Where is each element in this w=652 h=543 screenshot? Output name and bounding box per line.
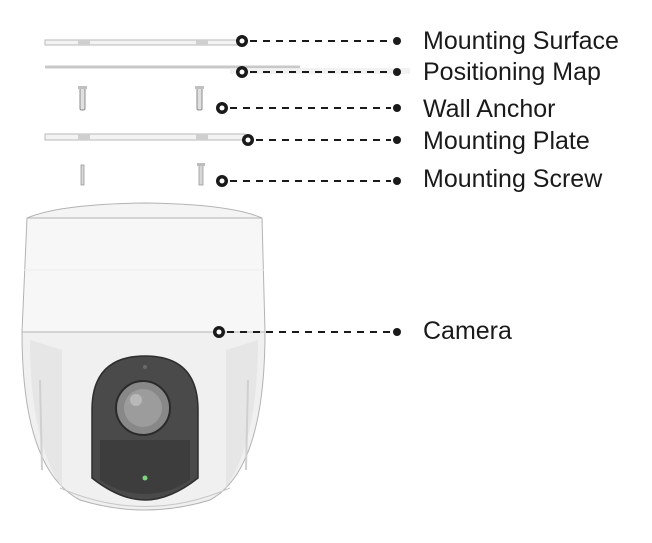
- mounting-screw-right: [197, 163, 205, 186]
- mounting-screw-left: [80, 164, 85, 186]
- wall-anchor-right: [195, 86, 204, 111]
- label-positioning-map: Positioning Map: [423, 58, 601, 86]
- leader-camera: [213, 326, 401, 338]
- label-mounting-surface: Mounting Surface: [423, 27, 619, 55]
- camera-part: [21, 202, 266, 511]
- leader-lines: [213, 35, 401, 338]
- leader-mounting-screw: [216, 175, 401, 187]
- mounting-surface-part: [44, 39, 246, 46]
- leader-positioning-map: [236, 66, 401, 78]
- leader-mounting-plate: [242, 134, 401, 146]
- label-mounting-plate: Mounting Plate: [423, 127, 590, 155]
- label-camera: Camera: [423, 317, 512, 345]
- wall-anchor-left: [78, 86, 87, 111]
- label-wall-anchor: Wall Anchor: [423, 95, 556, 123]
- leader-mounting-surface: [236, 35, 401, 47]
- label-mounting-screw: Mounting Screw: [423, 165, 603, 193]
- mounting-plate-part: [44, 133, 246, 141]
- leader-wall-anchor: [216, 102, 401, 114]
